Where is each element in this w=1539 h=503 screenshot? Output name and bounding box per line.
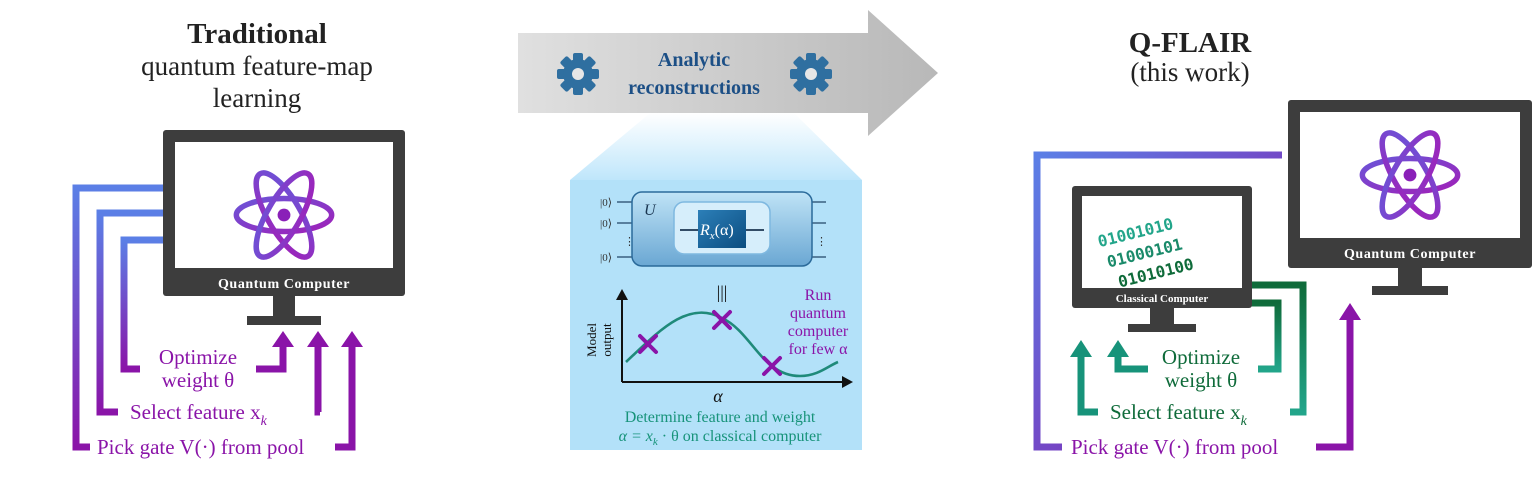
plot-xlabel: α [713, 386, 723, 406]
right-title: Q-FLAIR [1129, 27, 1253, 59]
monitor-screen [175, 142, 393, 268]
right-optimize-label-line1: Optimize [1162, 345, 1240, 369]
quantum-circuit: |0⟩ |0⟩ ⋮ |0⟩ ⋮ U Rx(α) [600, 191, 827, 267]
left-pick-label: Pick gate V(·) from pool [97, 435, 304, 459]
left-subtitle-line1: quantum feature-map [141, 51, 373, 81]
model-output-plot: Model output α [584, 289, 853, 406]
left-loop-select [96, 209, 329, 416]
equivalence-symbol: ||| [717, 282, 728, 302]
left-quantum-computer-monitor: Quantum Computer [163, 130, 405, 325]
left-optimize-label-line2: weight θ [162, 368, 234, 392]
left-title: Traditional [187, 18, 327, 50]
arrow-label-line1: Analytic [658, 49, 730, 71]
ket-dots: ⋮ [816, 236, 827, 248]
unitary-label: U [644, 202, 657, 219]
plot-ylabel-line1: Model [584, 323, 599, 357]
ket-zero: |0⟩ [600, 218, 612, 230]
model-output-curve [625, 311, 839, 378]
right-optimize-label-line2: weight θ [1165, 368, 1237, 392]
run-label-line3: computer [788, 323, 849, 340]
right-select-label: Select feature xk [1110, 400, 1248, 429]
left-monitor-label: Quantum Computer [218, 277, 350, 292]
run-label-line4: for few α [788, 341, 848, 358]
ket-zero: |0⟩ [600, 197, 612, 209]
right-panel: Q-FLAIR (this work) Quantum Computer [1033, 27, 1532, 459]
plot-marker-icon [712, 310, 732, 330]
left-loop-pick [72, 184, 363, 451]
right-loop-pick [1033, 151, 1361, 451]
right-loop-optimize [1107, 299, 1282, 373]
plot-marker-icon [762, 356, 782, 376]
left-panel: Traditional quantum feature-map learning… [72, 18, 405, 459]
right-loop-select [1070, 281, 1307, 416]
left-subtitle-line2: learning [213, 83, 301, 113]
middle-panel: Analytic reconstructions |0⟩ |0⟩ ⋮ |0⟩ ⋮… [518, 10, 938, 450]
rx-gate-label: Rx(α) [699, 222, 734, 242]
ket-dots: ⋮ [624, 236, 635, 248]
gear-icon [790, 53, 832, 95]
arrow-label-line2: reconstructions [628, 77, 760, 99]
right-pick-label: Pick gate V(·) from pool [1071, 435, 1278, 459]
gear-icon [557, 53, 599, 95]
left-select-label: Select feature xk [130, 400, 268, 429]
run-label-line1: Run [805, 287, 832, 304]
rx-gate [698, 210, 746, 248]
determine-label-line1: Determine feature and weight [625, 409, 816, 426]
determine-label-line2: α = xk · θ on classical computer [619, 428, 822, 448]
ket-zero: |0⟩ [600, 252, 612, 264]
left-optimize-label-line1: Optimize [159, 345, 237, 369]
right-classical-computer-monitor: 01001010 01000101 01010100 Classical Com… [1072, 186, 1252, 332]
run-label-line2: quantum [790, 305, 847, 322]
left-loop-optimize [120, 236, 294, 373]
zoom-cone [570, 113, 862, 180]
right-classical-label: Classical Computer [1116, 293, 1209, 305]
plot-ylabel-line2: output [599, 323, 614, 357]
right-quantum-label: Quantum Computer [1344, 247, 1476, 262]
right-quantum-computer-monitor: Quantum Computer [1288, 100, 1532, 295]
plot-marker-icon [638, 334, 658, 354]
analytic-arrow [518, 10, 938, 136]
right-subtitle: (this work) [1130, 57, 1249, 87]
